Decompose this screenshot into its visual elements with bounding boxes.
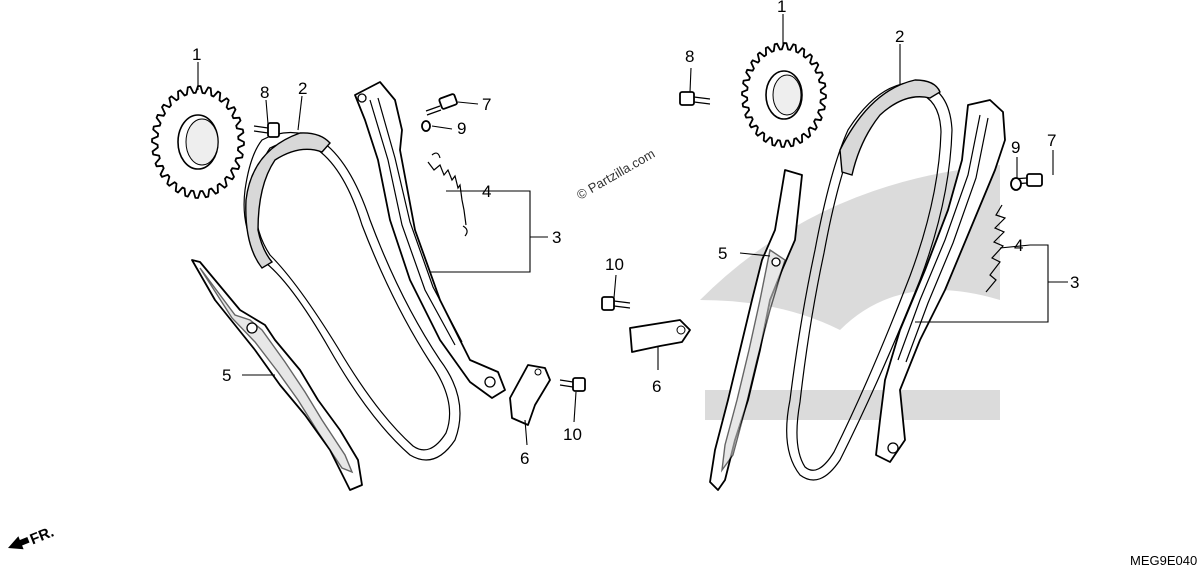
direction-label: FR. [28, 523, 57, 548]
bolt-7-left[interactable] [425, 93, 458, 116]
chain-guide-right[interactable] [709, 169, 803, 491]
bolt-8-right[interactable] [679, 91, 711, 106]
cam-sprocket-right[interactable] [741, 42, 827, 148]
callout-right-2: 2 [895, 27, 904, 46]
callout-right-10: 10 [605, 255, 624, 274]
bolt-8-left[interactable] [253, 122, 280, 138]
chain-tensioner-right[interactable] [875, 99, 1006, 463]
front-direction-marker: FR. [8, 523, 57, 550]
cam-chain-right[interactable] [786, 79, 953, 481]
direction-arrow-icon [8, 536, 30, 550]
callout-left-1: 1 [192, 45, 201, 64]
washer-9-right[interactable] [1010, 177, 1022, 191]
left-assembly: 1 2 3 4 5 6 7 8 9 10 [151, 45, 586, 491]
callouts-right: 1 2 3 4 5 6 7 8 9 10 [605, 0, 1079, 396]
guide-plate-right[interactable] [629, 319, 691, 353]
callout-left-4: 4 [482, 182, 491, 201]
bolt-10-right[interactable] [601, 296, 631, 311]
callout-right-7: 7 [1047, 131, 1056, 150]
callout-left-9: 9 [457, 119, 466, 138]
callout-left-3: 3 [552, 228, 561, 247]
callout-left-5: 5 [222, 366, 231, 385]
callout-right-4: 4 [1014, 236, 1023, 255]
chain-tensioner-left[interactable] [354, 81, 506, 399]
bolt-10-left[interactable] [559, 377, 586, 392]
washer-9-left[interactable] [421, 120, 431, 132]
callout-left-7: 7 [482, 95, 491, 114]
callout-right-6: 6 [652, 377, 661, 396]
right-assembly: 1 2 3 4 5 6 7 8 9 10 [601, 0, 1079, 491]
callout-left-10: 10 [563, 425, 582, 444]
callout-right-9: 9 [1011, 138, 1020, 157]
callout-left-8: 8 [260, 83, 269, 102]
callout-left-6: 6 [520, 449, 529, 468]
guide-plate-left[interactable] [509, 364, 551, 426]
cam-chain-left[interactable] [243, 131, 461, 461]
leader-lines-left [197, 62, 577, 446]
leader-lines-right [613, 14, 1068, 370]
callouts-left: 1 2 3 4 5 6 7 8 9 10 [192, 45, 582, 468]
callout-right-3: 3 [1070, 273, 1079, 292]
callout-right-5: 5 [718, 244, 727, 263]
callout-right-1: 1 [777, 0, 786, 16]
tensioner-spring-right[interactable] [985, 204, 1007, 293]
copyright-watermark: © Partzilla.com [574, 146, 657, 203]
callout-left-2: 2 [298, 79, 307, 98]
tensioner-spring-left[interactable] [427, 152, 468, 237]
diagram-code: MEG9E040 [1130, 553, 1197, 566]
cam-sprocket-left[interactable] [151, 85, 245, 199]
callout-right-8: 8 [685, 47, 694, 66]
chain-guide-left[interactable] [191, 259, 363, 491]
